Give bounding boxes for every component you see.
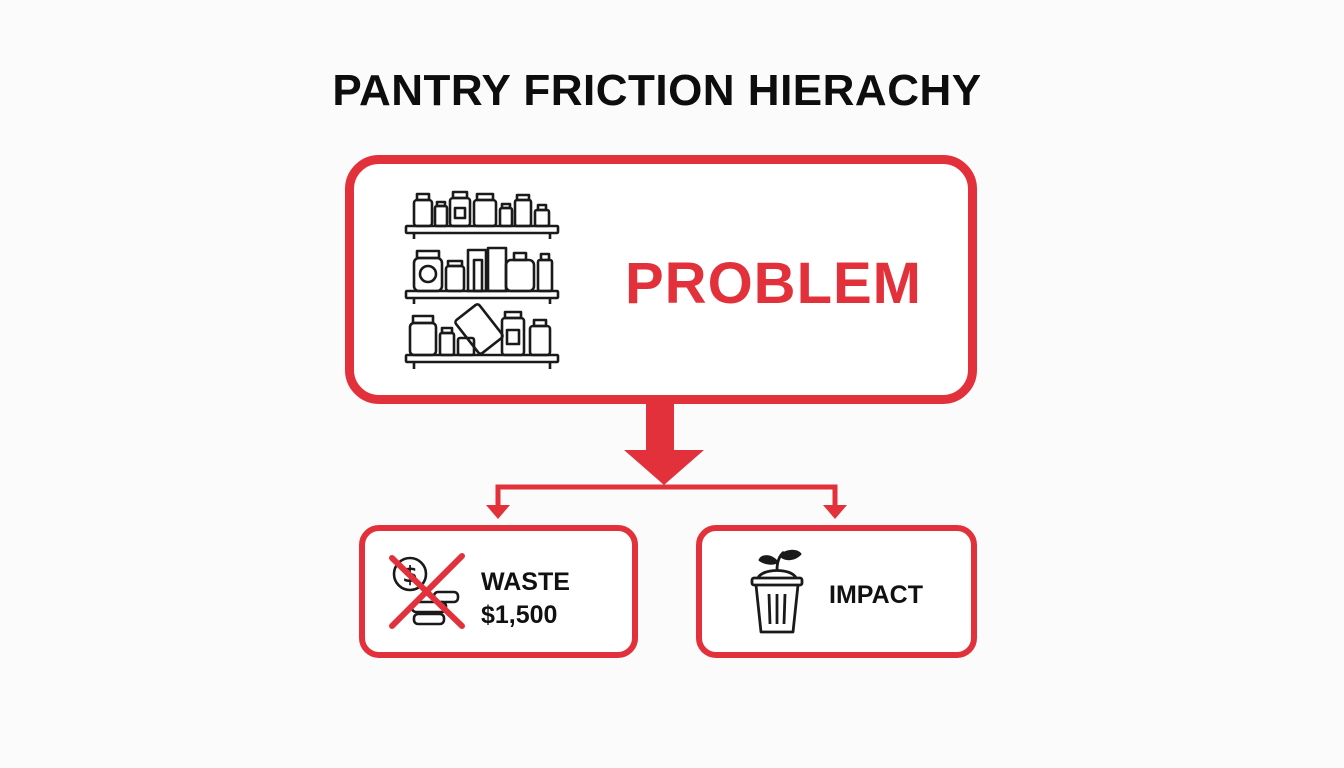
impact-label: IMPACT xyxy=(829,581,923,609)
trash-can-with-sprout-icon xyxy=(750,549,804,634)
impact-box xyxy=(696,525,977,658)
waste-box xyxy=(359,525,638,658)
diagram-title: PANTRY FRICTION HIERACHY xyxy=(332,66,982,115)
waste-label: WASTE xyxy=(481,568,570,596)
waste-amount: $1,500 xyxy=(481,601,558,629)
branch-arrow-right xyxy=(823,505,847,519)
problem-label: PROBLEM xyxy=(625,251,922,316)
crossed-out-money-icon: $ xyxy=(389,553,465,629)
connector-stem xyxy=(646,403,674,451)
branch-arrow-left xyxy=(486,505,510,519)
branch-line xyxy=(495,484,838,506)
pantry-shelves-icon xyxy=(404,190,560,369)
connector-arrowhead xyxy=(624,450,704,485)
problem-box xyxy=(345,155,977,404)
